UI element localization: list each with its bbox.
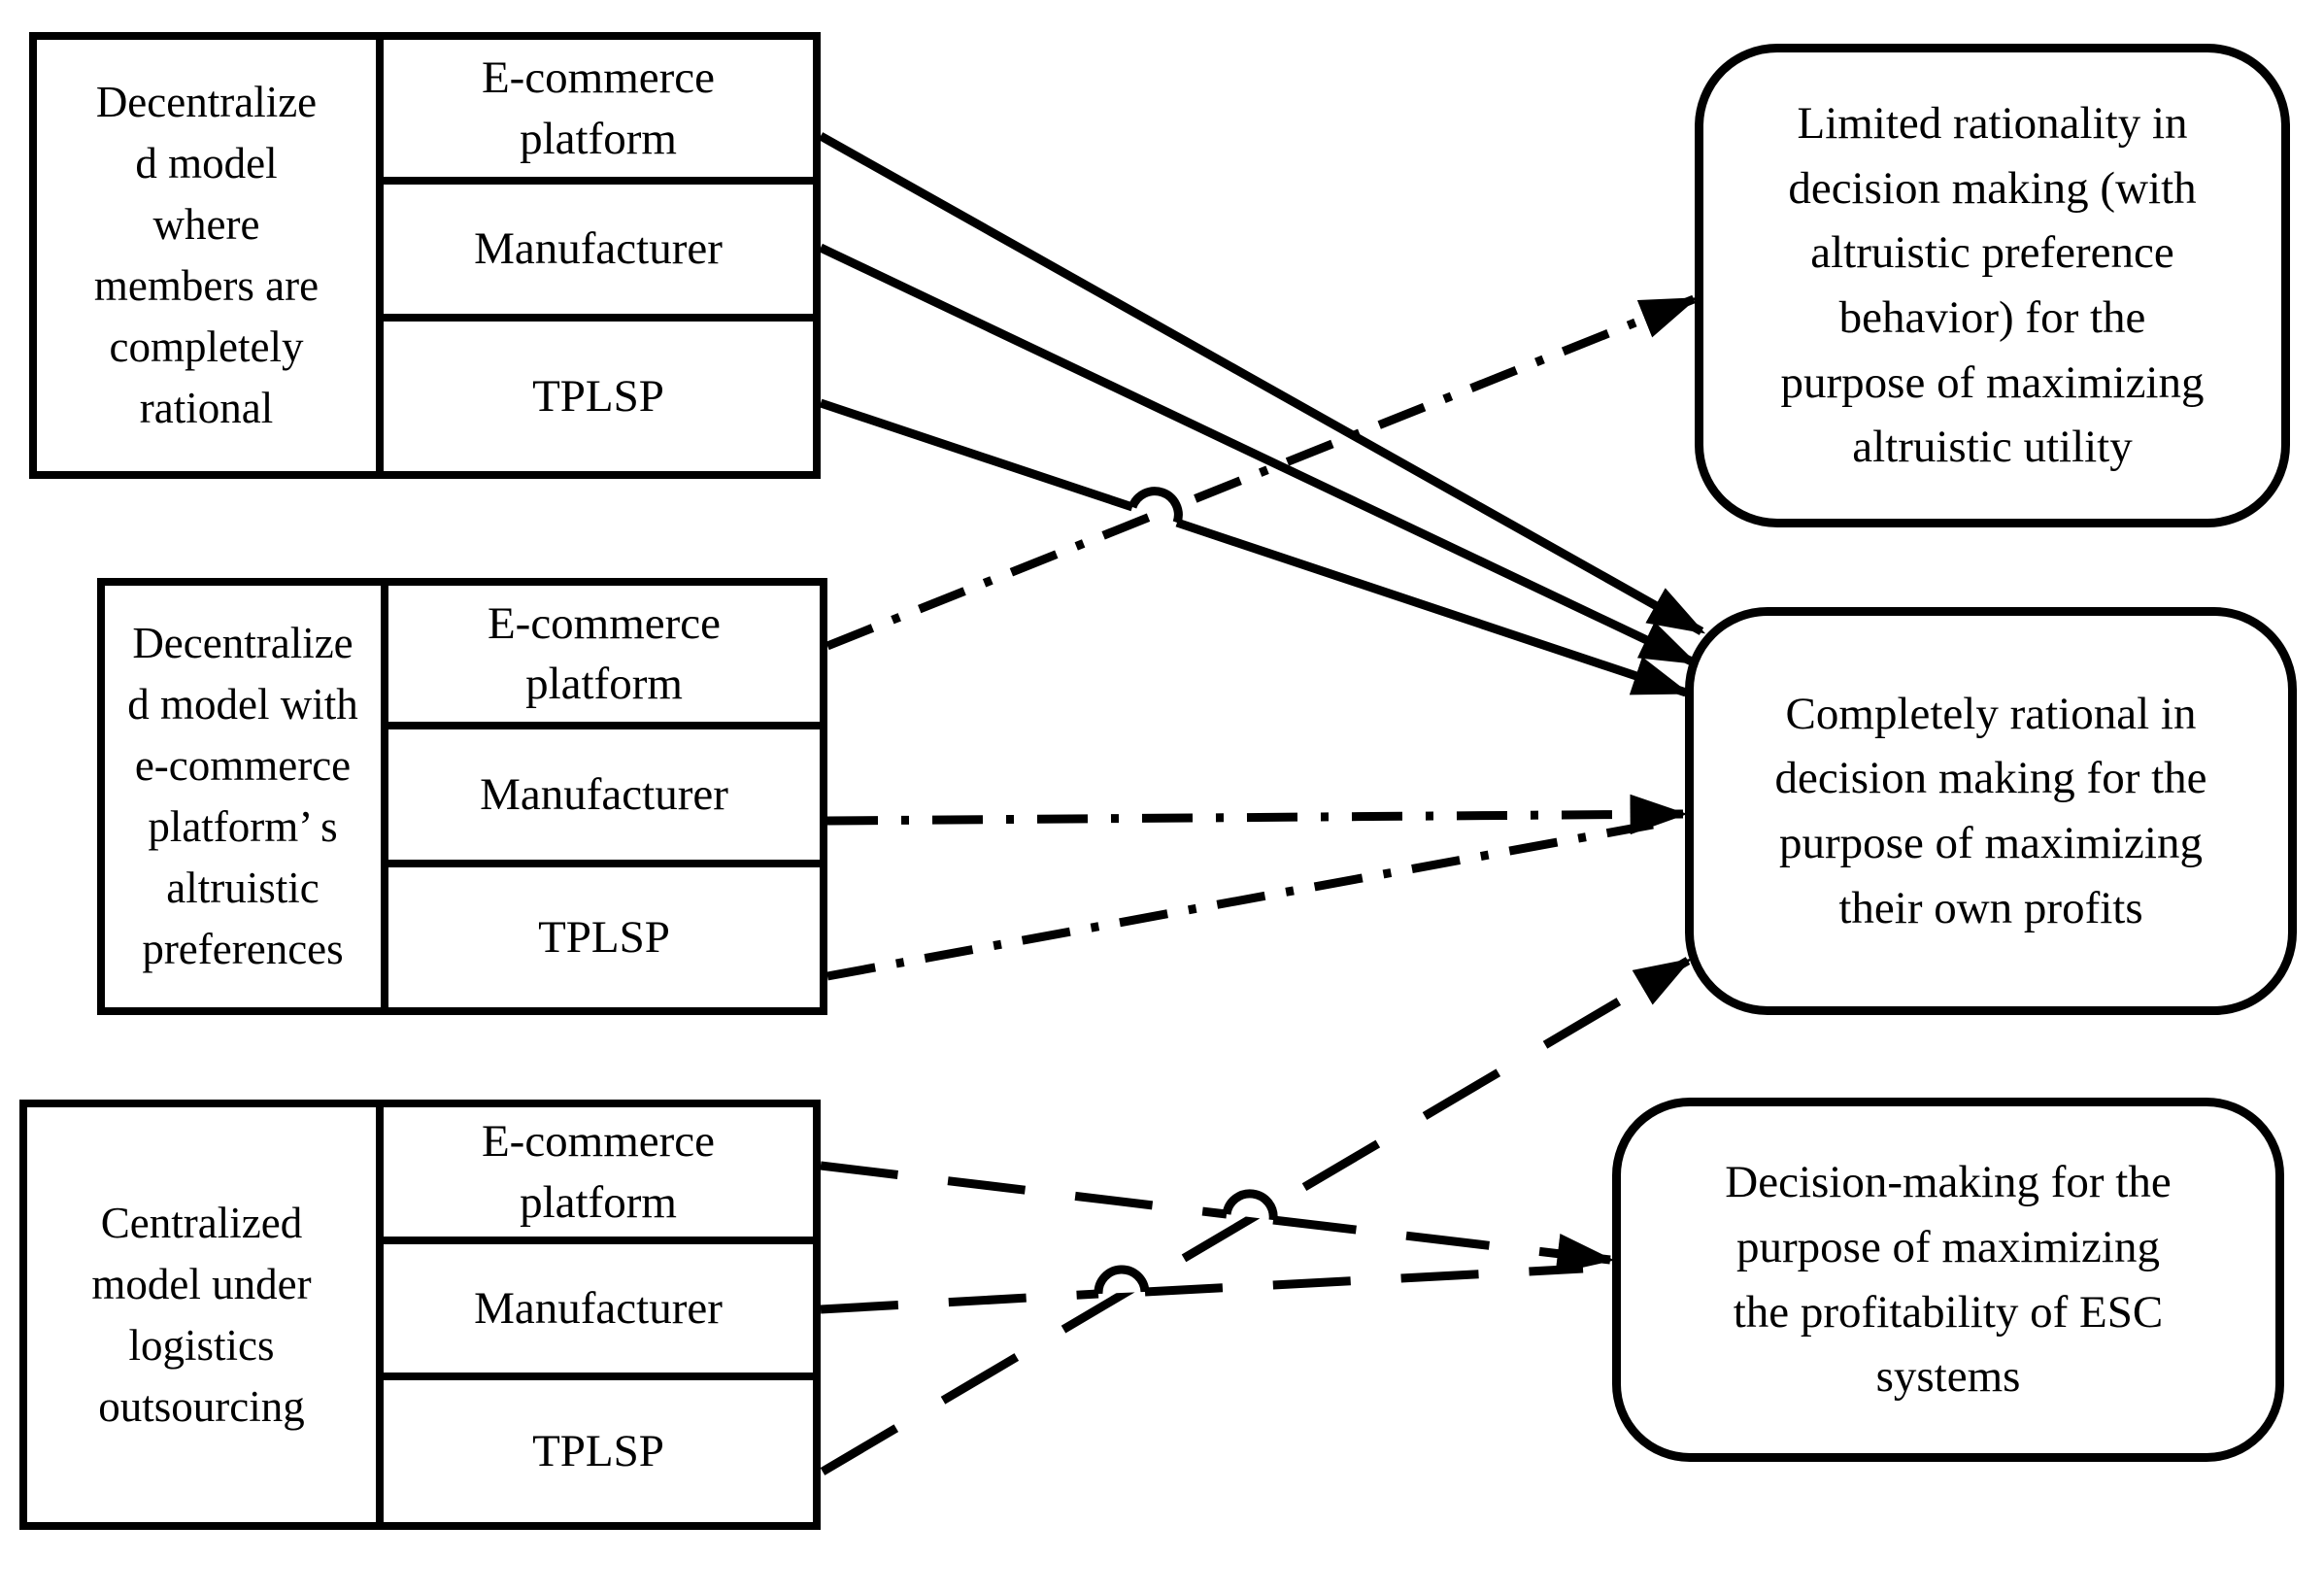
member-cell-manufacturer: Manufacturer <box>384 1237 813 1373</box>
connector-dashdot-g2-manufacturer-to-completely-rational <box>826 794 1688 835</box>
connector-solid-g1-tplsp-to-completely-rational <box>819 398 1134 512</box>
connector-dashed-g3-ecommerce-to-esc-profitability <box>1272 1215 1615 1274</box>
connector-solid-g1-tplsp-to-completely-rational <box>1175 518 1691 697</box>
connector-dashdot-g2-ecommerce-to-limited-rationality <box>825 294 1699 651</box>
member-cell-manufacturer: Manufacturer <box>384 177 813 314</box>
line-hop-arc <box>1094 1265 1150 1295</box>
connector-dashed-g3-manufacturer-to-esc-profitability <box>820 1289 1099 1314</box>
member-cell-tplsp: TPLSP <box>388 860 820 1007</box>
connector-solid-g1-ecommerce-to-completely-rational <box>818 132 1706 635</box>
connector-solid-g1-manufacturer-to-completely-rational <box>819 243 1699 667</box>
member-cell-tplsp: TPLSP <box>384 314 813 471</box>
connector-dashed-g3-ecommerce-to-esc-profitability <box>820 1161 1228 1219</box>
member-cell-manufacturer: Manufacturer <box>388 722 820 860</box>
connector-dashed-g3-manufacturer-to-esc-profitability <box>1144 1264 1584 1297</box>
connector-dashed-g3-tplsp-to-completely-rational <box>820 957 1693 1475</box>
line-hop-arc <box>1222 1189 1278 1221</box>
member-cell-tplsp: TPLSP <box>384 1373 813 1522</box>
connector-dashdot-g2-tplsp-to-completely-rational <box>826 820 1654 981</box>
line-hop-arc <box>1128 487 1183 525</box>
